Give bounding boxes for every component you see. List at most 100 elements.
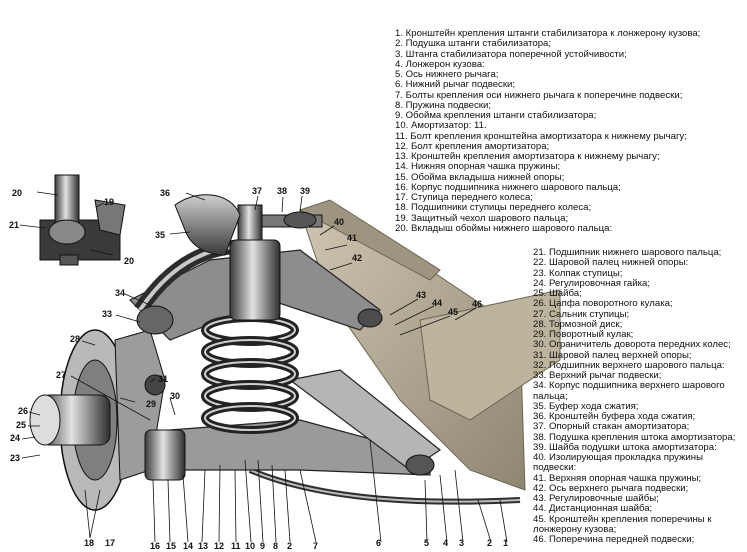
legend-item: 11. Болт крепления кронштейна амортизато…: [395, 130, 687, 142]
legend-item: 9. Обойма крепления штанги стабилизатора…: [395, 110, 597, 121]
callout-16: 16: [150, 541, 160, 551]
callout-13: 13: [198, 541, 208, 551]
legend-item: 42. Ось верхнего рычага подвески;: [533, 482, 689, 494]
callout-21: 21: [9, 220, 19, 230]
callout-6: 6: [376, 538, 381, 548]
callout-35: 35: [155, 230, 165, 240]
legend-item: 36. Кронштейн буфера хода сжатия;: [533, 411, 696, 422]
callout-45: 45: [448, 307, 458, 317]
legend-item: 10. Амортизатор: 11.: [395, 120, 487, 132]
legend-item: 34. Корпус подшипника верхнего шарового …: [533, 380, 725, 402]
legend-item: 3. Штанга стабилизатора поперечной устой…: [395, 48, 627, 60]
legend-item: 45. Кронштейн крепления поперечины к лон…: [533, 513, 712, 535]
legend-item: 24. Регулировочная гайка;: [533, 277, 651, 289]
knuckle-hub: [29, 329, 166, 511]
legend-item: 16. Корпус подшипника нижнего шарового п…: [395, 181, 621, 193]
callout-27: 27: [56, 370, 66, 380]
legend-item: 7. Болты крепления оси нижнего рычага к …: [395, 89, 683, 101]
callout-15: 15: [166, 541, 176, 551]
legend-item: 20. Вкладыш обоймы нижнего шарового паль…: [395, 222, 613, 234]
buffer-bracket: [174, 194, 241, 256]
callout-3: 3: [459, 538, 464, 548]
legend-item: 40. Изолирующая прокладка пружины подвес…: [533, 452, 703, 474]
callout-23: 23: [10, 453, 20, 463]
legend-item: 15. Обойма вкладыша нижней опоры;: [395, 171, 565, 183]
legend-item: 21. Подшипник нижнего шарового пальца;: [533, 247, 722, 258]
callout-9: 9: [260, 541, 265, 551]
callout-2a: 2: [287, 541, 292, 551]
callout-33: 33: [102, 309, 112, 319]
callout-2: 2: [487, 538, 492, 548]
legend-item: 22. Шаровой палец нижней опоры:: [533, 257, 689, 269]
suspension-spring: [201, 314, 299, 434]
callout-18: 18: [84, 538, 94, 548]
callout-20: 20: [124, 256, 134, 266]
crossmember: [298, 199, 561, 491]
callout-24: 24: [10, 433, 20, 443]
upper-ball-joint: [136, 305, 174, 335]
callout-46: 46: [472, 299, 482, 309]
legend-item: 39. Шайба подушки штока амортизатора:: [533, 441, 717, 453]
legend-item: 28. Тормозной диск;: [533, 318, 623, 330]
callout-10: 10: [245, 541, 255, 551]
callout-37: 37: [252, 186, 262, 196]
callout-31: 31: [158, 374, 168, 384]
legend-item: 6. Нижний рычаг подвески;: [395, 79, 516, 91]
callout-17: 17: [105, 538, 115, 548]
callout-26: 26: [18, 406, 28, 416]
legend-item: 17. Ступица переднего колеса;: [395, 192, 533, 203]
legend-item: 4. Лонжерон кузова:: [395, 58, 485, 70]
callout-44: 44: [432, 298, 442, 308]
callout-41: 41: [347, 233, 357, 243]
legend-item: 14. Нижняя опорная чашка пружины;: [395, 161, 561, 173]
legend-item: 26. Цапфа поворотного кулака;: [533, 298, 673, 310]
legend-item: 18. Подшипники ступицы переднего колеса;: [395, 202, 592, 214]
callout-19: 19: [104, 197, 114, 207]
legend-item: 30. Ограничитель доворота передних колес…: [533, 339, 731, 351]
callout-1: 1: [503, 538, 508, 548]
legend-item: 27. Сальник ступицы;: [533, 308, 630, 320]
legend-parts-21-46: 21. Подшипник нижнего шарового пальца; 2…: [533, 247, 747, 545]
legend-parts-1-20: 1. Кронштейн крепления штанги стабилизат…: [395, 28, 745, 234]
callout-40: 40: [334, 217, 344, 227]
callout-11: 11: [231, 541, 241, 551]
legend-item: 31. Шаровой палец верхней опоры;: [533, 349, 692, 361]
legend-item: 37. Опорный стакан амортизатора;: [533, 421, 690, 433]
callout-5: 5: [424, 538, 429, 548]
leader-lines: [19, 191, 508, 543]
legend-item: 25. Шайба;: [533, 288, 582, 299]
callout-36: 36: [160, 188, 170, 198]
callout-42: 42: [352, 253, 362, 263]
legend-item: 29. Поворотный кулак;: [533, 329, 634, 340]
callout-30: 30: [170, 391, 180, 401]
callout-29: 29: [146, 399, 156, 409]
shock-absorber: [229, 204, 323, 321]
legend-item: 35. Буфер хода сжатия;: [533, 400, 639, 412]
callout-22: 20: [12, 188, 22, 198]
legend-item: 2. Подушка штанги стабилизатора;: [395, 38, 552, 50]
callout-labels: 20 19 21 20 36 35 37 38 39 40 41 42 43 4…: [9, 186, 508, 551]
legend-item: 8. Пружина подвески;: [395, 99, 492, 111]
legend-item: 5. Ось нижнего рычага;: [395, 69, 499, 80]
legend-item: 41. Верхняя опорная чашка пружины;: [533, 472, 702, 484]
callout-39: 39: [300, 186, 310, 196]
callout-38: 38: [277, 186, 287, 196]
legend-item: 33. Верхний рычаг подвески;: [533, 370, 662, 381]
callout-14: 14: [183, 541, 193, 551]
ball-joint-inset: [39, 174, 126, 266]
callout-28: 28: [70, 334, 80, 344]
stabilizer-bar: [248, 467, 521, 505]
legend-item: 44. Дистанционная шайба;: [533, 503, 653, 515]
legend-item: 19. Защитный чехол шарового пальца;: [395, 212, 569, 224]
legend-item: 38. Подушка крепления штока амортизатора…: [533, 431, 736, 443]
legend-item: 23. Колпак ступицы;: [533, 267, 623, 279]
lower-ball-joint: [144, 429, 186, 481]
callout-7: 7: [313, 541, 318, 551]
legend-item: 1. Кронштейн крепления штанги стабилизат…: [395, 28, 701, 39]
legend-item: 43. Регулировочные шайбы;: [533, 493, 659, 504]
legend-item: 46. Поперечина передней подвески;: [533, 534, 695, 545]
callout-8: 8: [273, 541, 278, 551]
callout-12: 12: [214, 541, 224, 551]
callout-43: 43: [416, 290, 426, 300]
